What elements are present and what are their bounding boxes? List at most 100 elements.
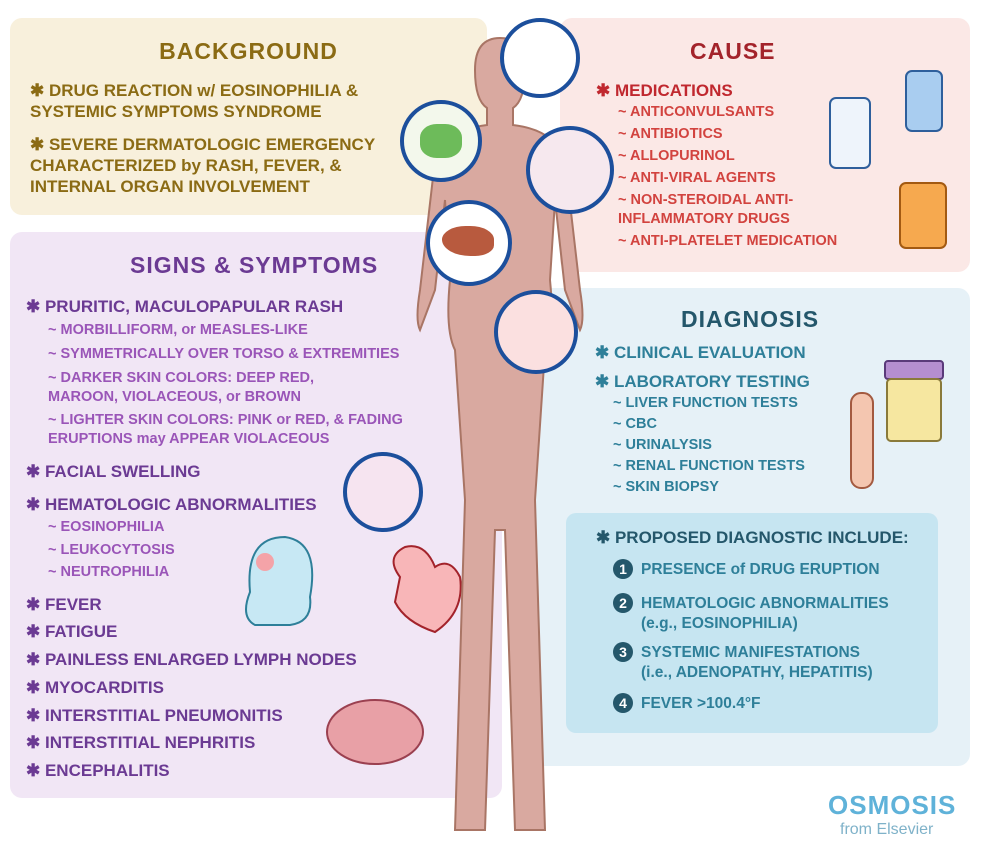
sign-text: PAINLESS ENLARGED LYMPH NODES (44, 650, 357, 669)
criterion: 2 HEMATOLOGIC ABNORMALITIES (613, 593, 889, 614)
sign-item: ✱ PRURITIC, MACULOPAPULAR RASH (26, 297, 344, 316)
cause-title: CAUSE (690, 38, 776, 64)
criterion-text: HEMATOLOGIC ABNORMALITIES (641, 595, 889, 612)
sign-subitem: ~ LEUKOCYTOSIS (48, 542, 175, 558)
proposed-text: PROPOSED DIAGNOSTIC INCLUDE: (614, 528, 909, 547)
sign-item: ✱ FACIAL SWELLING (26, 462, 201, 481)
diagnosis-item: ✱ CLINICAL EVALUATION (595, 343, 806, 362)
lab-text: URINALYSIS (625, 437, 712, 453)
sign-item: ✱ MYOCARDITIS (26, 678, 164, 697)
diagnosis-text: CLINICAL EVALUATION (613, 343, 806, 362)
logo-sub: from Elsevier (840, 821, 934, 838)
lab-text: RENAL FUNCTION TESTS (625, 458, 805, 474)
sign-text: FATIGUE (44, 622, 118, 641)
skin-rash-icon (494, 290, 578, 374)
sign-subtext: DARKER SKIN COLORS: DEEP RED, MAROON, VI… (48, 370, 315, 405)
cause-text: ANTIBIOTICS (629, 126, 723, 142)
cause-main: ✱ MEDICATIONS (596, 81, 733, 100)
diagnosis-title: DIAGNOSIS (681, 306, 820, 332)
criterion-text: SYSTEMIC MANIFESTATIONS (641, 644, 861, 661)
logo-brand: OSMOSIS (828, 790, 957, 820)
sign-subitem: ~ MORBILLIFORM, or MEASLES-LIKE (48, 322, 308, 338)
sign-text: PRURITIC, MACULOPAPULAR RASH (44, 297, 344, 316)
sign-subtext: EOSINOPHILIA (60, 519, 165, 535)
lab-item: ~ LIVER FUNCTION TESTS (613, 395, 798, 411)
sign-item: ✱ PAINLESS ENLARGED LYMPH NODES (26, 650, 357, 669)
sign-subitem: ~ NEUTROPHILIA (48, 564, 170, 580)
diagnosis-text: LABORATORY TESTING (613, 372, 810, 391)
sick-person-icon (245, 535, 314, 626)
lab-item: ~ RENAL FUNCTION TESTS (613, 458, 805, 474)
background-item: ✱ SEVERE DERMATOLOGIC EMERGENCY CHARACTE… (30, 135, 375, 196)
criterion: 3 SYSTEMIC MANIFESTATIONS (613, 642, 860, 663)
sign-text: ENCEPHALITIS (44, 761, 170, 780)
sign-subitem: ~ LIGHTER SKIN COLORS: PINK or RED, & FA… (48, 412, 403, 447)
cause-text: ANTI-PLATELET MEDICATION (629, 233, 838, 249)
cause-panel: CAUSE ✱ MEDICATIONS ~ ANTICONVULSANTS ~ … (560, 18, 970, 272)
background-item: ✱ DRUG REACTION w/ EOSINOPHILIA & SYSTEM… (30, 81, 359, 121)
cause-item: ~ ALLOPURINOL (618, 148, 735, 164)
lab-item: ~ URINALYSIS (613, 437, 712, 453)
lab-item: ~ CBC (613, 416, 657, 432)
lab-text: CBC (625, 416, 657, 432)
cause-item: ~ ANTI-PLATELET MEDICATION (618, 233, 838, 249)
sign-subtext: SYMMETRICALLY OVER TORSO & EXTREMITIES (60, 346, 400, 362)
illustrations-icon (245, 535, 462, 765)
cause-text: NON-STEROIDAL ANTI-INFLAMMATORY DRUGS (618, 192, 794, 227)
proposed-heading: ✱ PROPOSED DIAGNOSTIC INCLUDE: (596, 528, 909, 547)
proposed-criteria-box: ✱ PROPOSED DIAGNOSTIC INCLUDE: 1 PRESENCE… (566, 513, 938, 733)
sign-item: ✱ INTERSTITIAL PNEUMONITIS (26, 706, 283, 725)
number-badge: 2 (613, 593, 633, 613)
sign-subitem: ~ EOSINOPHILIA (48, 519, 165, 535)
blood-cells-icon (526, 126, 614, 214)
cause-item: ~ ANTI-VIRAL AGENTS (618, 170, 776, 186)
sign-subtext: MORBILLIFORM, or MEASLES-LIKE (60, 322, 308, 338)
sign-subitem: ~ DARKER SKIN COLORS: DEEP RED, MAROON, … (48, 370, 315, 405)
specimen-cup-icon (850, 360, 944, 489)
sign-subtext: NEUTROPHILIA (60, 564, 170, 580)
sign-text: INTERSTITIAL NEPHRITIS (44, 733, 256, 752)
criterion-text: PRESENCE of DRUG ERUPTION (641, 561, 880, 578)
heart-icon (392, 545, 462, 634)
diagnosis-panel: DIAGNOSIS ✱ CLINICAL EVALUATION ✱ LABORA… (523, 288, 970, 766)
sign-item: ✱ FATIGUE (26, 622, 118, 641)
signs-title: SIGNS & SYMPTOMS (130, 252, 379, 278)
cause-item: ~ ANTICONVULSANTS (618, 104, 775, 120)
number-badge: 4 (613, 693, 633, 713)
background-text: DRUG REACTION w/ EOSINOPHILIA & SYSTEMIC… (30, 81, 359, 121)
number-badge: 3 (613, 642, 633, 662)
sign-item: ✱ INTERSTITIAL NEPHRITIS (26, 733, 256, 752)
sign-subtext: LIGHTER SKIN COLORS: PINK or RED, & FADI… (48, 412, 403, 447)
liver-icon (426, 200, 512, 286)
sign-subitem: ~ SYMMETRICALLY OVER TORSO & EXTREMITIES (48, 346, 400, 362)
osmosis-logo: OSMOSIS from Elsevier (828, 790, 956, 839)
sign-text: INTERSTITIAL PNEUMONITIS (44, 706, 283, 725)
criterion: 4 FEVER >100.4°F (613, 693, 761, 714)
diagnosis-item: ✱ LABORATORY TESTING (595, 372, 810, 391)
criterion-sub: (i.e., ADENOPATHY, HEPATITIS) (641, 664, 873, 681)
cause-item: ~ ANTIBIOTICS (618, 126, 723, 142)
signs-panel: SIGNS & SYMPTOMS ✱ PRURITIC, MACULOPAPUL… (10, 232, 502, 798)
lab-text: LIVER FUNCTION TESTS (625, 395, 798, 411)
cause-item: ~ NON-STEROIDAL ANTI-INFLAMMATORY DRUGS (618, 192, 794, 227)
brain-icon (326, 699, 424, 765)
background-text: SEVERE DERMATOLOGIC EMERGENCY CHARACTERI… (30, 135, 375, 196)
sign-text: HEMATOLOGIC ABNORMALITIES (44, 495, 317, 514)
lab-item: ~ SKIN BIOPSY (613, 479, 719, 495)
criterion-text: FEVER >100.4°F (641, 695, 761, 712)
cause-main-text: MEDICATIONS (614, 81, 733, 100)
sign-subtext: LEUKOCYTOSIS (60, 542, 175, 558)
sign-item: ✱ FEVER (26, 595, 102, 614)
criterion: 1 PRESENCE of DRUG ERUPTION (613, 559, 880, 580)
sign-text: MYOCARDITIS (44, 678, 164, 697)
lab-text: SKIN BIOPSY (625, 479, 719, 495)
background-title: BACKGROUND (159, 38, 338, 64)
blood-cells-icon (343, 452, 423, 532)
cause-text: ANTICONVULSANTS (629, 104, 775, 120)
number-badge: 1 (613, 559, 633, 579)
sign-item: ✱ ENCEPHALITIS (26, 761, 170, 780)
criterion-sub: (e.g., EOSINOPHILIA) (641, 615, 798, 632)
cause-text: ALLOPURINOL (629, 148, 735, 164)
sign-text: FEVER (44, 595, 102, 614)
sign-item: ✱ HEMATOLOGIC ABNORMALITIES (26, 495, 317, 514)
